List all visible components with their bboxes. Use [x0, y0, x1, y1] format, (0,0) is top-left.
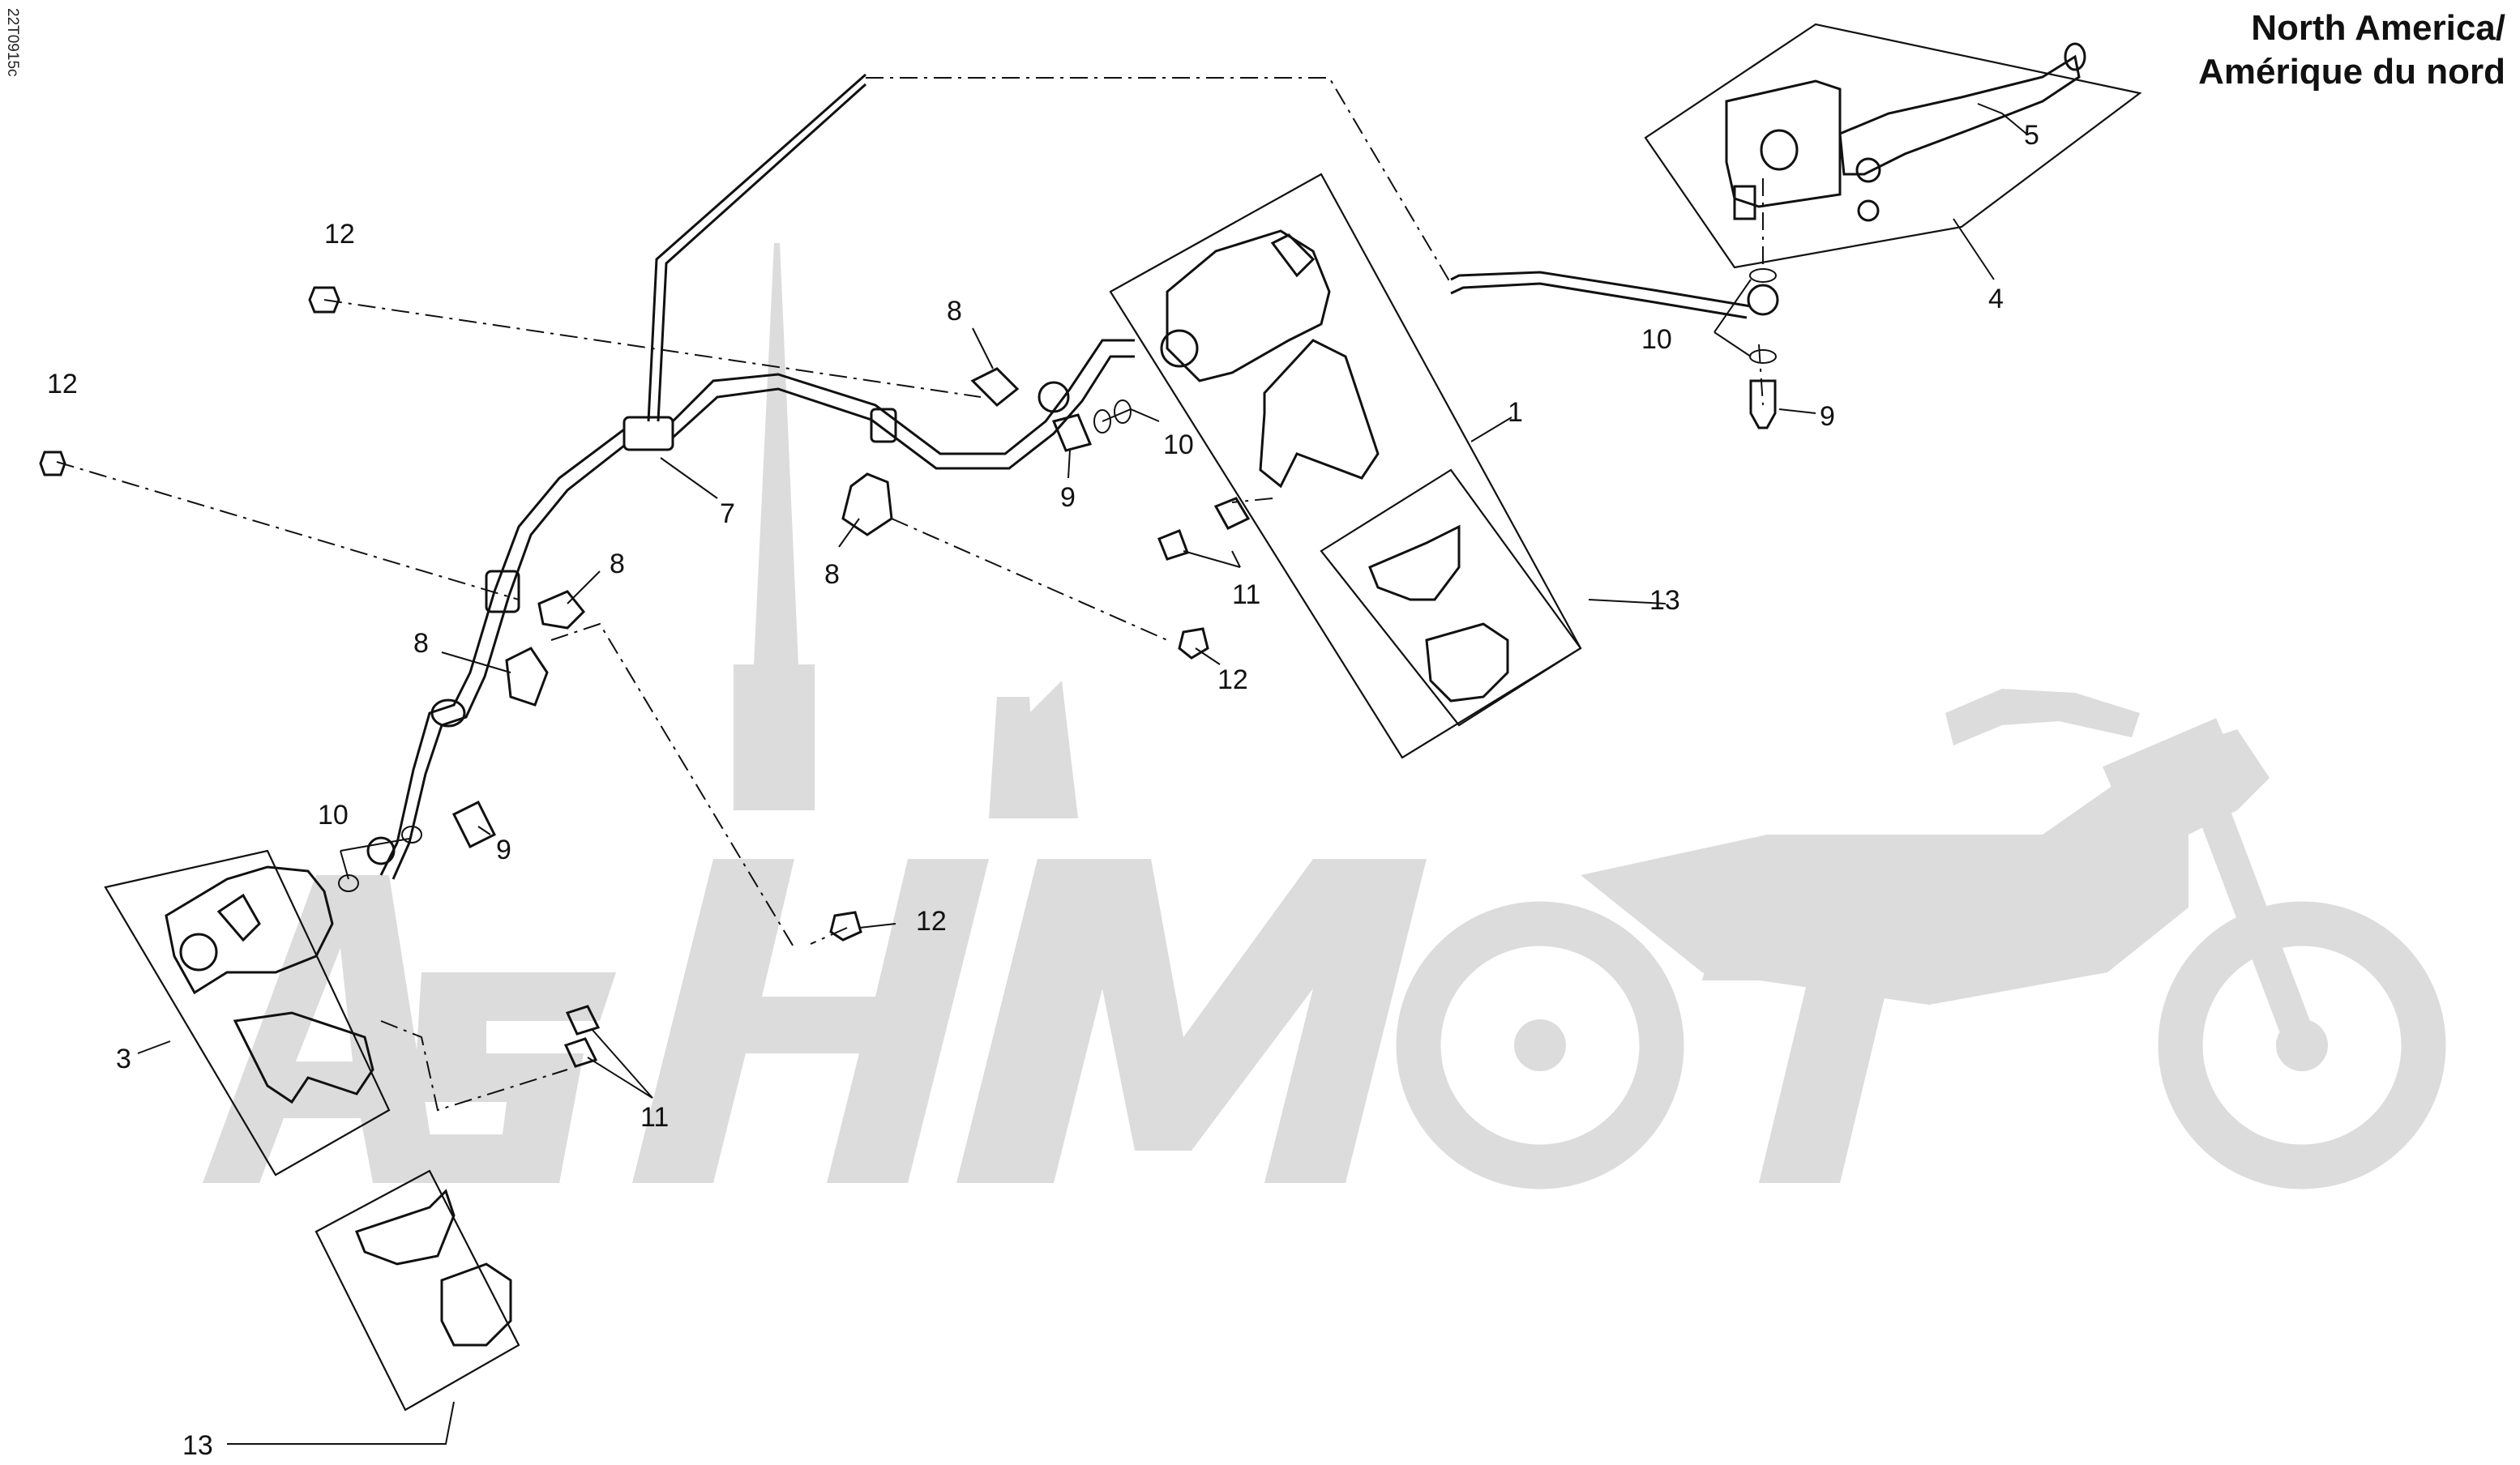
callout-12-left: 12	[47, 369, 78, 399]
brake-line-to-master-cylinder	[647, 73, 867, 422]
callout-13-right: 13	[1649, 585, 1680, 616]
brake-line-right-caliper	[671, 339, 1135, 455]
watermark-bike-body	[1581, 729, 2270, 1005]
banjo-fitting-master	[1747, 284, 1779, 316]
callout-5: 5	[2024, 120, 2039, 151]
bolt-12-left	[39, 451, 66, 476]
caliper-left-body	[165, 865, 334, 995]
banjo-fitting-right	[1038, 381, 1070, 413]
hose-clamps	[505, 367, 1020, 707]
callout-1: 1	[1508, 397, 1523, 428]
callout-8-left-lower: 8	[413, 628, 429, 659]
brake-pad-right-b	[1425, 622, 1509, 703]
bolt-11-a	[1213, 497, 1251, 530]
watermark-rear-wheel	[1396, 901, 1684, 1190]
master-cylinder-assembly	[1644, 23, 2142, 269]
watermark-letter-a	[203, 875, 438, 1183]
callout-9-left: 9	[496, 835, 511, 865]
callout-11-right: 11	[1232, 579, 1260, 610]
caliper-assembly-left	[104, 849, 520, 1412]
callout-12-lower: 12	[916, 906, 947, 937]
caliper-assembly-right	[1109, 173, 1582, 759]
callout-9-master: 9	[1820, 401, 1835, 432]
banjo-fitting-left	[366, 836, 396, 865]
callout-4: 4	[1988, 284, 2004, 314]
callout-8-left-upper: 8	[610, 549, 625, 579]
watermark-handlebar	[1945, 689, 2140, 745]
callout-12-upper: 12	[324, 219, 355, 250]
caliper-left-frame	[104, 849, 391, 1177]
brake-pad-left-a	[355, 1189, 456, 1266]
washer-10-b	[1114, 399, 1132, 424]
watermark-letter-m	[956, 859, 1427, 1183]
bolt-11-d	[563, 1037, 598, 1068]
bolt-12-lower	[829, 911, 862, 942]
caliper-right-body	[1166, 229, 1331, 382]
brake-pads-right-frame	[1320, 468, 1582, 727]
watermark-letter-s	[381, 972, 616, 1183]
washer-10-c	[1749, 268, 1777, 283]
caliper-right-frame	[1109, 173, 1582, 759]
watermark-spire	[734, 243, 815, 810]
callout-10-master: 10	[1641, 324, 1672, 355]
watermark-letter-t	[1702, 916, 1962, 1183]
watermark-letter-h	[632, 859, 989, 1183]
watermark-front-wheel	[2158, 901, 2446, 1190]
washer-10-f	[401, 826, 422, 844]
leader-dashed-lines	[56, 77, 1764, 1112]
washer-10-e	[338, 874, 359, 892]
master-cylinder-reservoir	[1725, 79, 1842, 208]
bolt-11-c	[565, 1005, 601, 1036]
callout-3: 3	[116, 1044, 131, 1074]
watermark	[203, 243, 2446, 1190]
clamp-middle	[841, 472, 893, 536]
callout-8-upper: 8	[947, 296, 962, 327]
region-label-line1: North America/	[2251, 8, 2505, 48]
brake-line-left-caliper	[379, 428, 625, 876]
callout-11-left: 11	[640, 1102, 669, 1133]
callout-8-middle: 8	[824, 559, 840, 590]
junction-block	[623, 416, 674, 451]
region-label: North America/ Amérique du nord	[2198, 6, 2505, 94]
brake-line-assembly	[366, 73, 1779, 880]
bolt-12-upper	[308, 286, 340, 314]
region-label-line2: Amérique du nord	[2198, 52, 2505, 92]
callout-10-left: 10	[318, 800, 349, 831]
banjo-bolt-9-right	[1051, 413, 1093, 452]
caliper-left-bracket	[233, 1011, 374, 1104]
clamp-left-lower	[505, 647, 549, 707]
callout-13-left: 13	[182, 1430, 213, 1461]
callout-leaders	[137, 103, 2027, 1445]
watermark-towers	[989, 681, 1078, 818]
callout-12-right: 12	[1217, 664, 1248, 695]
brake-pads-left-frame	[314, 1169, 520, 1412]
callout-10-right: 10	[1163, 429, 1194, 460]
bolt-11-b	[1157, 529, 1189, 561]
clamp-left-upper	[537, 590, 586, 630]
bolt-12-right	[1178, 627, 1209, 660]
clamp-upper	[970, 367, 1020, 408]
drawing-code: 22T0915c	[4, 8, 21, 77]
caliper-right-bracket	[1259, 339, 1380, 489]
brake-pad-right-a	[1368, 524, 1461, 601]
callout-9-right: 9	[1060, 482, 1076, 513]
callout-7: 7	[720, 498, 735, 529]
callout-labels: 1 3 4 5 7 8 8 8 8 9 9 9 10 10 10 11 11 1…	[47, 120, 2039, 1461]
brake-lever	[1838, 54, 2081, 176]
washer-10-a	[1093, 409, 1111, 434]
banjo-bolt-9-left	[451, 800, 497, 849]
banjo-bolt-9-master	[1749, 379, 1777, 429]
washer-10-d	[1749, 349, 1777, 364]
master-cylinder-frame	[1644, 23, 2142, 269]
brake-pad-left-b	[440, 1262, 512, 1347]
